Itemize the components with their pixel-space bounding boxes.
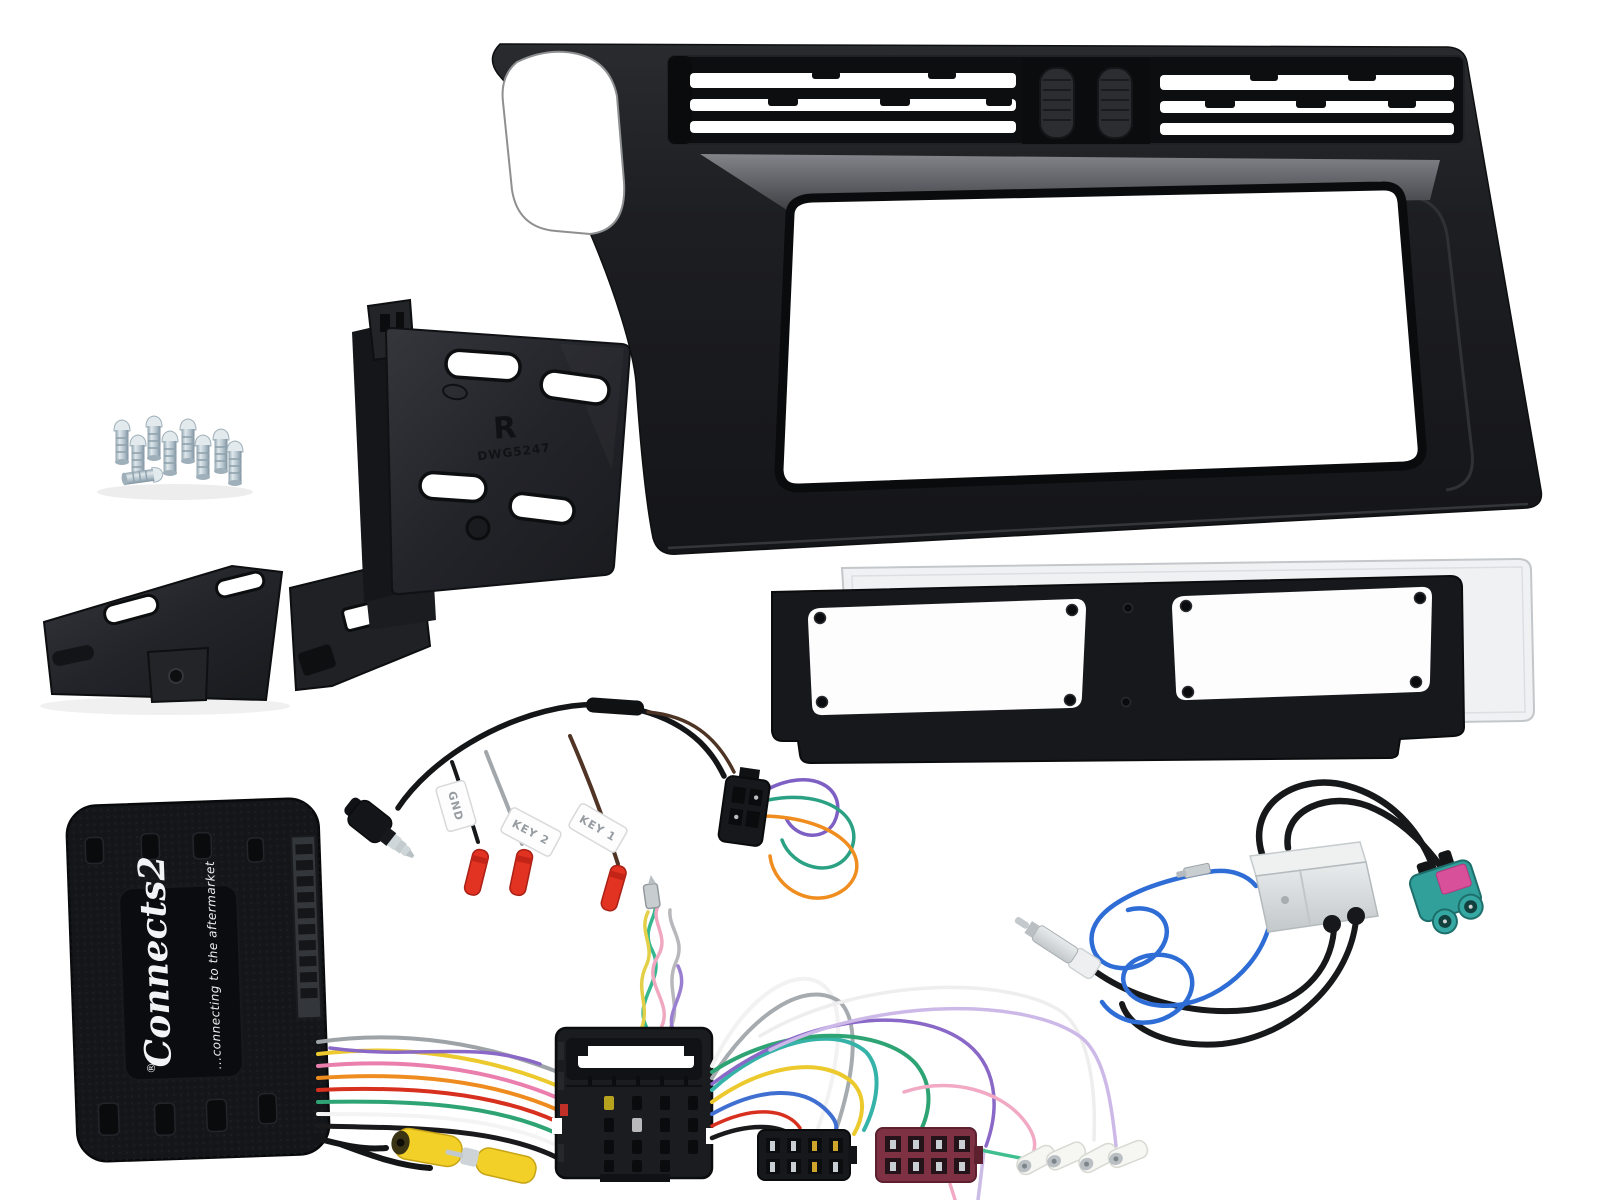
bundle-ferrule bbox=[642, 874, 661, 910]
patch-lead: GND KEY 2 KEY 1 bbox=[344, 697, 859, 912]
wire-red bbox=[710, 1110, 802, 1130]
patch-connector bbox=[717, 767, 771, 847]
bullet-crimp bbox=[1078, 1142, 1118, 1174]
wire-pink bbox=[651, 904, 666, 1032]
din-cage-opening-left bbox=[808, 598, 1086, 716]
antenna-cable-b bbox=[1284, 797, 1452, 880]
blue-wire-loop-b bbox=[1099, 927, 1271, 1025]
wire-pink-long bbox=[902, 1083, 1037, 1152]
bullet-crimp bbox=[1107, 1139, 1149, 1169]
wire-red bbox=[316, 1086, 560, 1124]
twisted-wire-bundle bbox=[638, 874, 684, 1038]
loop-teal bbox=[766, 795, 856, 870]
din-antenna-plug bbox=[1014, 917, 1101, 980]
bullet-terminal-red bbox=[463, 848, 490, 896]
screw bbox=[226, 440, 244, 487]
vent-band bbox=[667, 55, 1465, 145]
iso-connector-maroon bbox=[875, 1127, 983, 1183]
blue-wire-to-box bbox=[1205, 868, 1259, 889]
flag-gnd: GND bbox=[435, 779, 477, 833]
antenna-adapter bbox=[1014, 779, 1484, 1048]
bracket-lower-plate bbox=[42, 564, 284, 702]
fixing-screws bbox=[97, 415, 253, 500]
fakra-connector bbox=[1408, 850, 1484, 935]
loop-purple bbox=[764, 778, 840, 837]
wire-green bbox=[710, 1033, 931, 1134]
harness-box-to-quadlock bbox=[313, 1035, 561, 1184]
interface-box: Connects2 ® ...connecting to the afterma… bbox=[65, 797, 331, 1163]
brand-registered-mark: ® bbox=[145, 1062, 158, 1073]
jack-3-5mm bbox=[344, 797, 415, 858]
quadlock-connector bbox=[552, 1026, 716, 1182]
wire-pink bbox=[316, 1061, 560, 1100]
bullet-crimp bbox=[1045, 1141, 1087, 1171]
wire-pink-drop bbox=[948, 1182, 957, 1200]
screw bbox=[161, 430, 179, 477]
patch-brown-cable bbox=[646, 710, 736, 774]
white-bullet-crimps bbox=[1016, 1139, 1149, 1176]
vent-grille-left bbox=[690, 71, 1016, 133]
brand-logo-text: Connects2 bbox=[131, 855, 180, 1068]
blue-wire-loop-a bbox=[1089, 869, 1211, 971]
quadlock-slot bbox=[578, 1046, 694, 1068]
screw bbox=[194, 434, 212, 481]
loop-orange bbox=[762, 814, 859, 900]
wire-white-long bbox=[758, 985, 1097, 1142]
mounting-bracket-assembly: R DWG5247 bbox=[40, 298, 632, 715]
wire-purple bbox=[328, 1046, 542, 1066]
wire-yellow bbox=[638, 910, 651, 1034]
amplifier-box bbox=[1249, 841, 1379, 933]
vent-thumbwheel-left bbox=[1039, 67, 1075, 139]
din-cage-opening-right bbox=[1172, 586, 1432, 701]
wire-orange bbox=[316, 1074, 560, 1112]
box-side-connector bbox=[290, 834, 323, 1020]
rca-male-yellow bbox=[445, 1147, 537, 1184]
quadlock-pin-grid bbox=[604, 1096, 698, 1172]
rca-lead-2 bbox=[337, 1141, 433, 1171]
iso-connector-black bbox=[757, 1129, 857, 1181]
box-logo-panel bbox=[118, 884, 244, 1082]
fascia-panel bbox=[491, 43, 1543, 555]
bracket-letter-stamp: R bbox=[492, 410, 517, 447]
box-clips bbox=[84, 831, 278, 1137]
wire-yellow bbox=[710, 1065, 864, 1136]
screw bbox=[179, 418, 197, 465]
vent-thumbwheel-right bbox=[1097, 67, 1133, 139]
screw bbox=[113, 419, 131, 466]
antenna-cable-d bbox=[1119, 917, 1359, 1048]
wire-blue bbox=[710, 1091, 839, 1136]
fascia-screen-opening bbox=[774, 181, 1427, 493]
wire-gray bbox=[710, 992, 855, 1132]
vent-control-block bbox=[1022, 58, 1150, 144]
bullet-crimp bbox=[1016, 1144, 1056, 1176]
wire-lavender-drop bbox=[976, 1148, 986, 1200]
flag-key2: KEY 2 bbox=[500, 807, 562, 857]
fascia-handle-cutout bbox=[501, 50, 626, 236]
antenna-cable-c bbox=[1093, 927, 1337, 1015]
din-cage-screw-bosses bbox=[813, 591, 1427, 709]
wire-black bbox=[315, 1123, 561, 1161]
vent-grille-right bbox=[1160, 73, 1454, 135]
din-cage-and-trim bbox=[771, 557, 1536, 765]
bullet-terminal-red bbox=[509, 848, 534, 897]
screw bbox=[145, 415, 163, 462]
wire-teal bbox=[710, 1036, 879, 1132]
wire-lavender-long bbox=[768, 1006, 1118, 1148]
bullet-terminal-red bbox=[600, 864, 627, 912]
wire-green bbox=[316, 1099, 560, 1136]
wire-white bbox=[316, 1112, 560, 1148]
wire-spade-terminal bbox=[1176, 862, 1211, 879]
